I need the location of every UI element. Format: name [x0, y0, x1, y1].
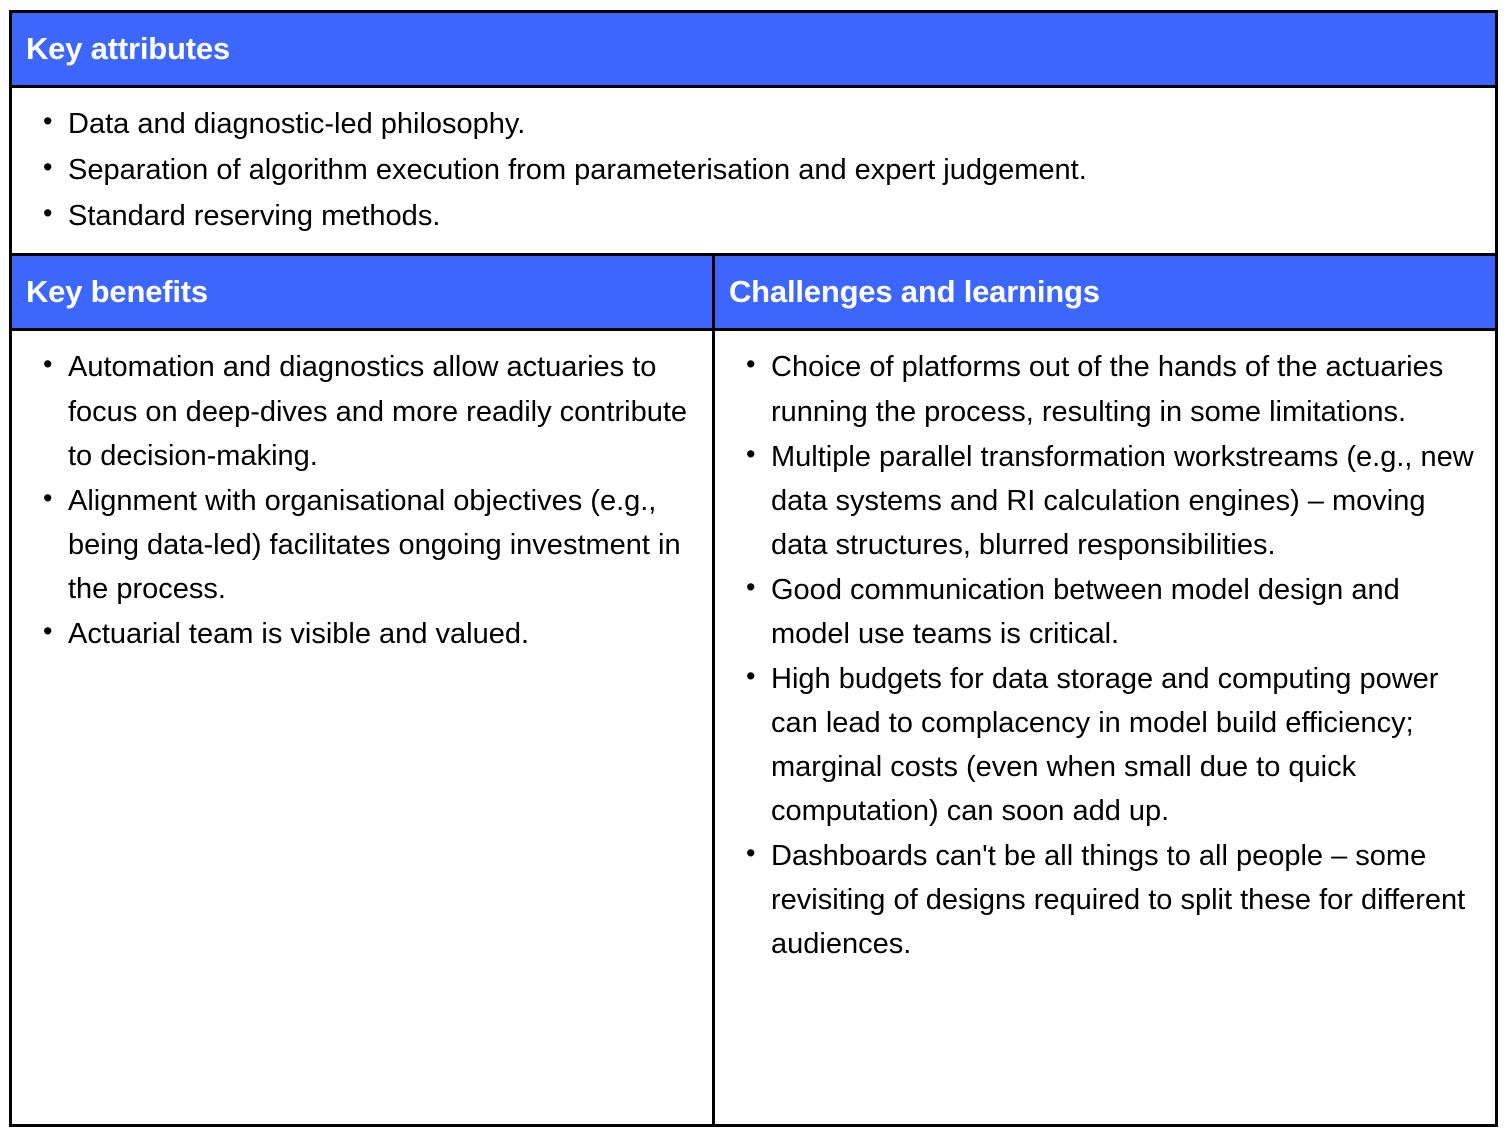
list-item: Multiple parallel transformation workstr… [729, 434, 1483, 567]
benefits-body-cell: Automation and diagnostics allow actuari… [12, 331, 715, 1124]
challenges-bullet-list: Choice of platforms out of the hands of … [729, 344, 1483, 966]
list-item: Actuarial team is visible and valued. [26, 611, 700, 656]
list-item: Choice of platforms out of the hands of … [729, 344, 1483, 433]
list-item: Good communication between model design … [729, 567, 1483, 656]
key-attributes-table: Key attributes Data and diagnostic-led p… [9, 10, 1498, 1127]
list-item: Dashboards can't be all things to all pe… [729, 833, 1483, 966]
list-item: Standard reserving methods. [26, 193, 1483, 240]
list-item: Separation of algorithm execution from p… [26, 147, 1483, 194]
list-item: High budgets for data storage and comput… [729, 656, 1483, 833]
challenges-body-cell: Choice of platforms out of the hands of … [715, 331, 1495, 1124]
attributes-header-cell: Key attributes [12, 13, 1495, 85]
benefits-bullet-list: Automation and diagnostics allow actuari… [26, 344, 700, 656]
attributes-body-cell: Data and diagnostic-led philosophy. Sepa… [12, 88, 1495, 254]
attributes-body-row: Data and diagnostic-led philosophy. Sepa… [12, 88, 1495, 257]
benefits-header-cell: Key benefits [12, 256, 715, 329]
benefits-challenges-header-row: Key benefits Challenges and learnings [12, 256, 1495, 332]
attributes-header-row: Key attributes [12, 13, 1495, 88]
list-item: Alignment with organisational objectives… [26, 478, 700, 611]
benefits-challenges-body-row: Automation and diagnostics allow actuari… [12, 331, 1495, 1124]
challenges-header-cell: Challenges and learnings [715, 256, 1495, 329]
attributes-bullet-list: Data and diagnostic-led philosophy. Sepa… [26, 101, 1483, 240]
list-item: Data and diagnostic-led philosophy. [26, 101, 1483, 148]
list-item: Automation and diagnostics allow actuari… [26, 344, 700, 477]
